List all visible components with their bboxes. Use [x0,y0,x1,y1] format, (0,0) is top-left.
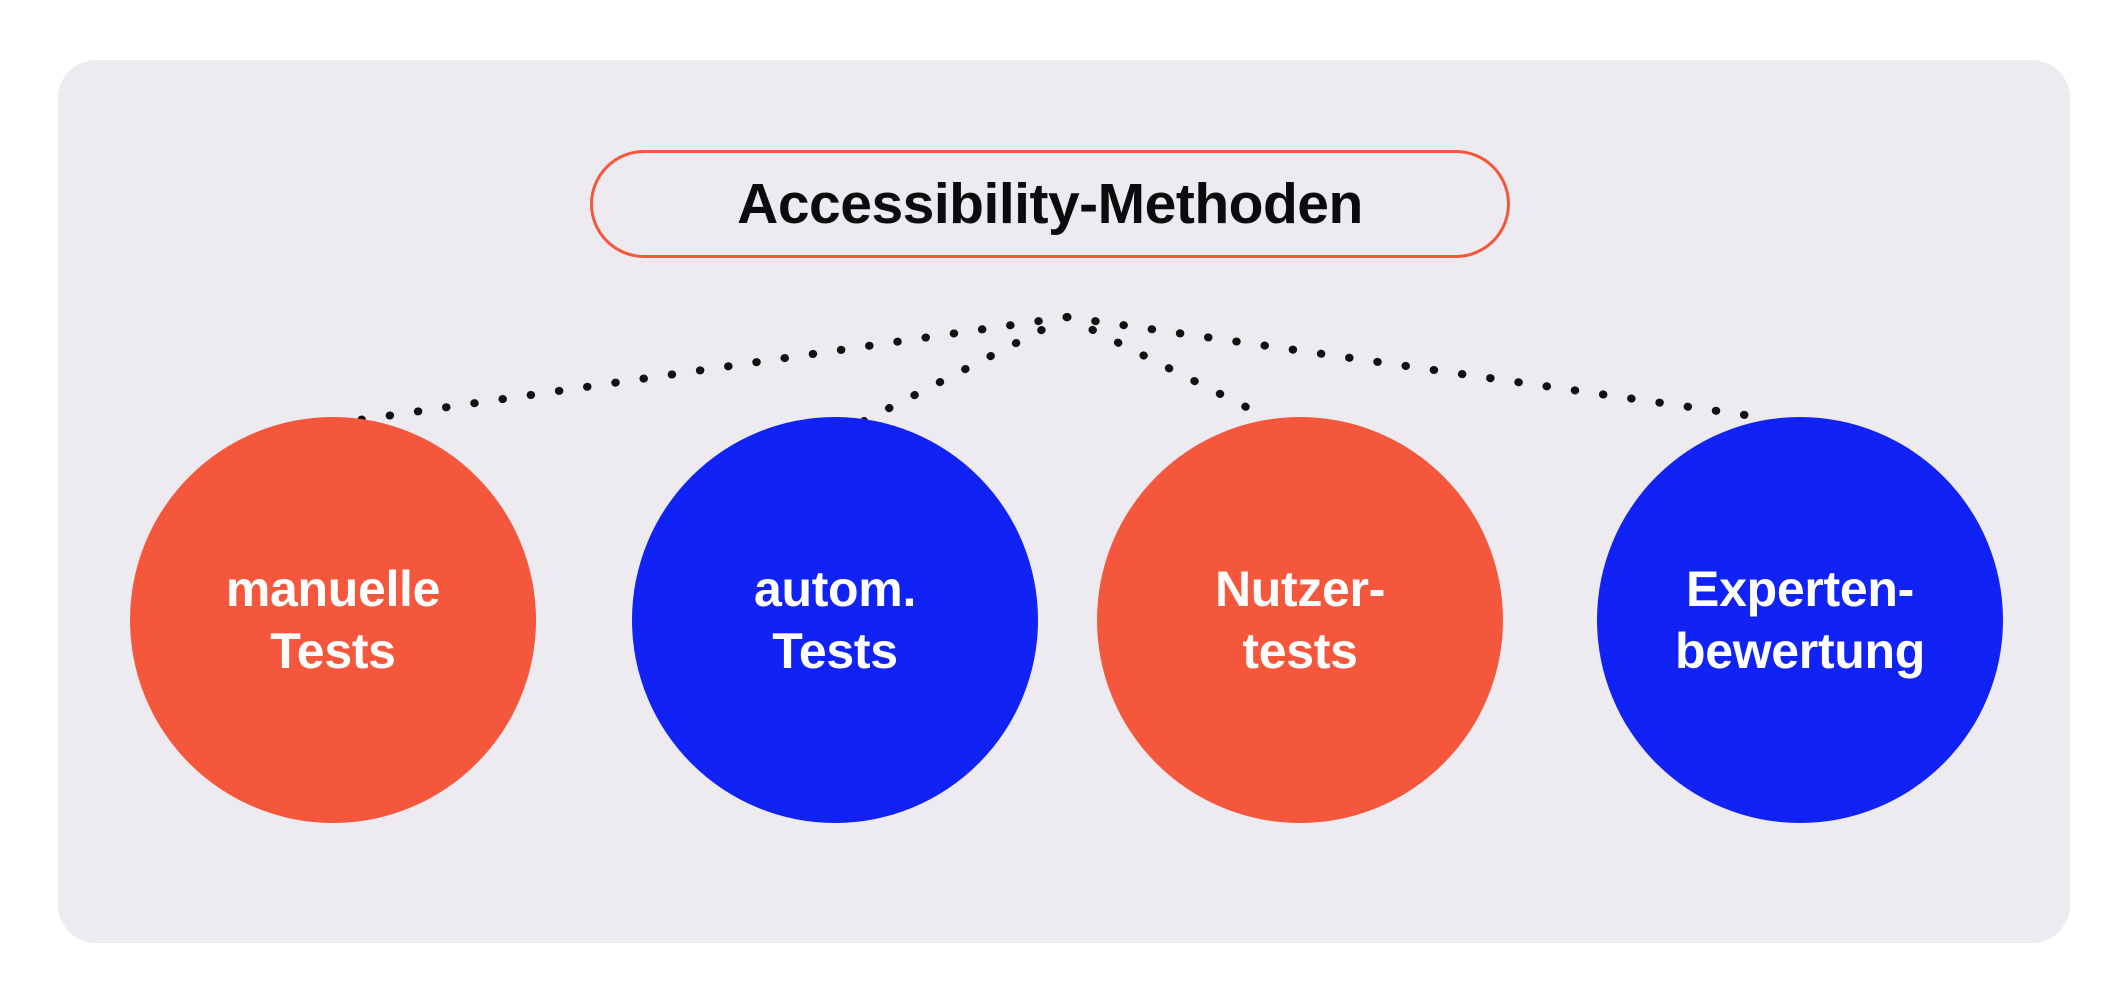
node-label: Experten- bewertung [1674,561,1926,679]
node-expertenbewertung[interactable]: Experten- bewertung [1597,417,2003,823]
node-manuelle-tests[interactable]: manuelle Tests [130,417,536,823]
node-nutzertests[interactable]: Nutzer- tests [1097,417,1503,823]
root-node-label: Accessibility-Methoden [737,172,1363,236]
node-label: Nutzer- tests [1214,561,1386,679]
node-label: autom. Tests [753,561,917,679]
node-label: manuelle Tests [225,561,441,679]
node-autom-tests[interactable]: autom. Tests [632,417,1038,823]
root-node-accessibility-methoden[interactable]: Accessibility-Methoden [590,150,1510,258]
